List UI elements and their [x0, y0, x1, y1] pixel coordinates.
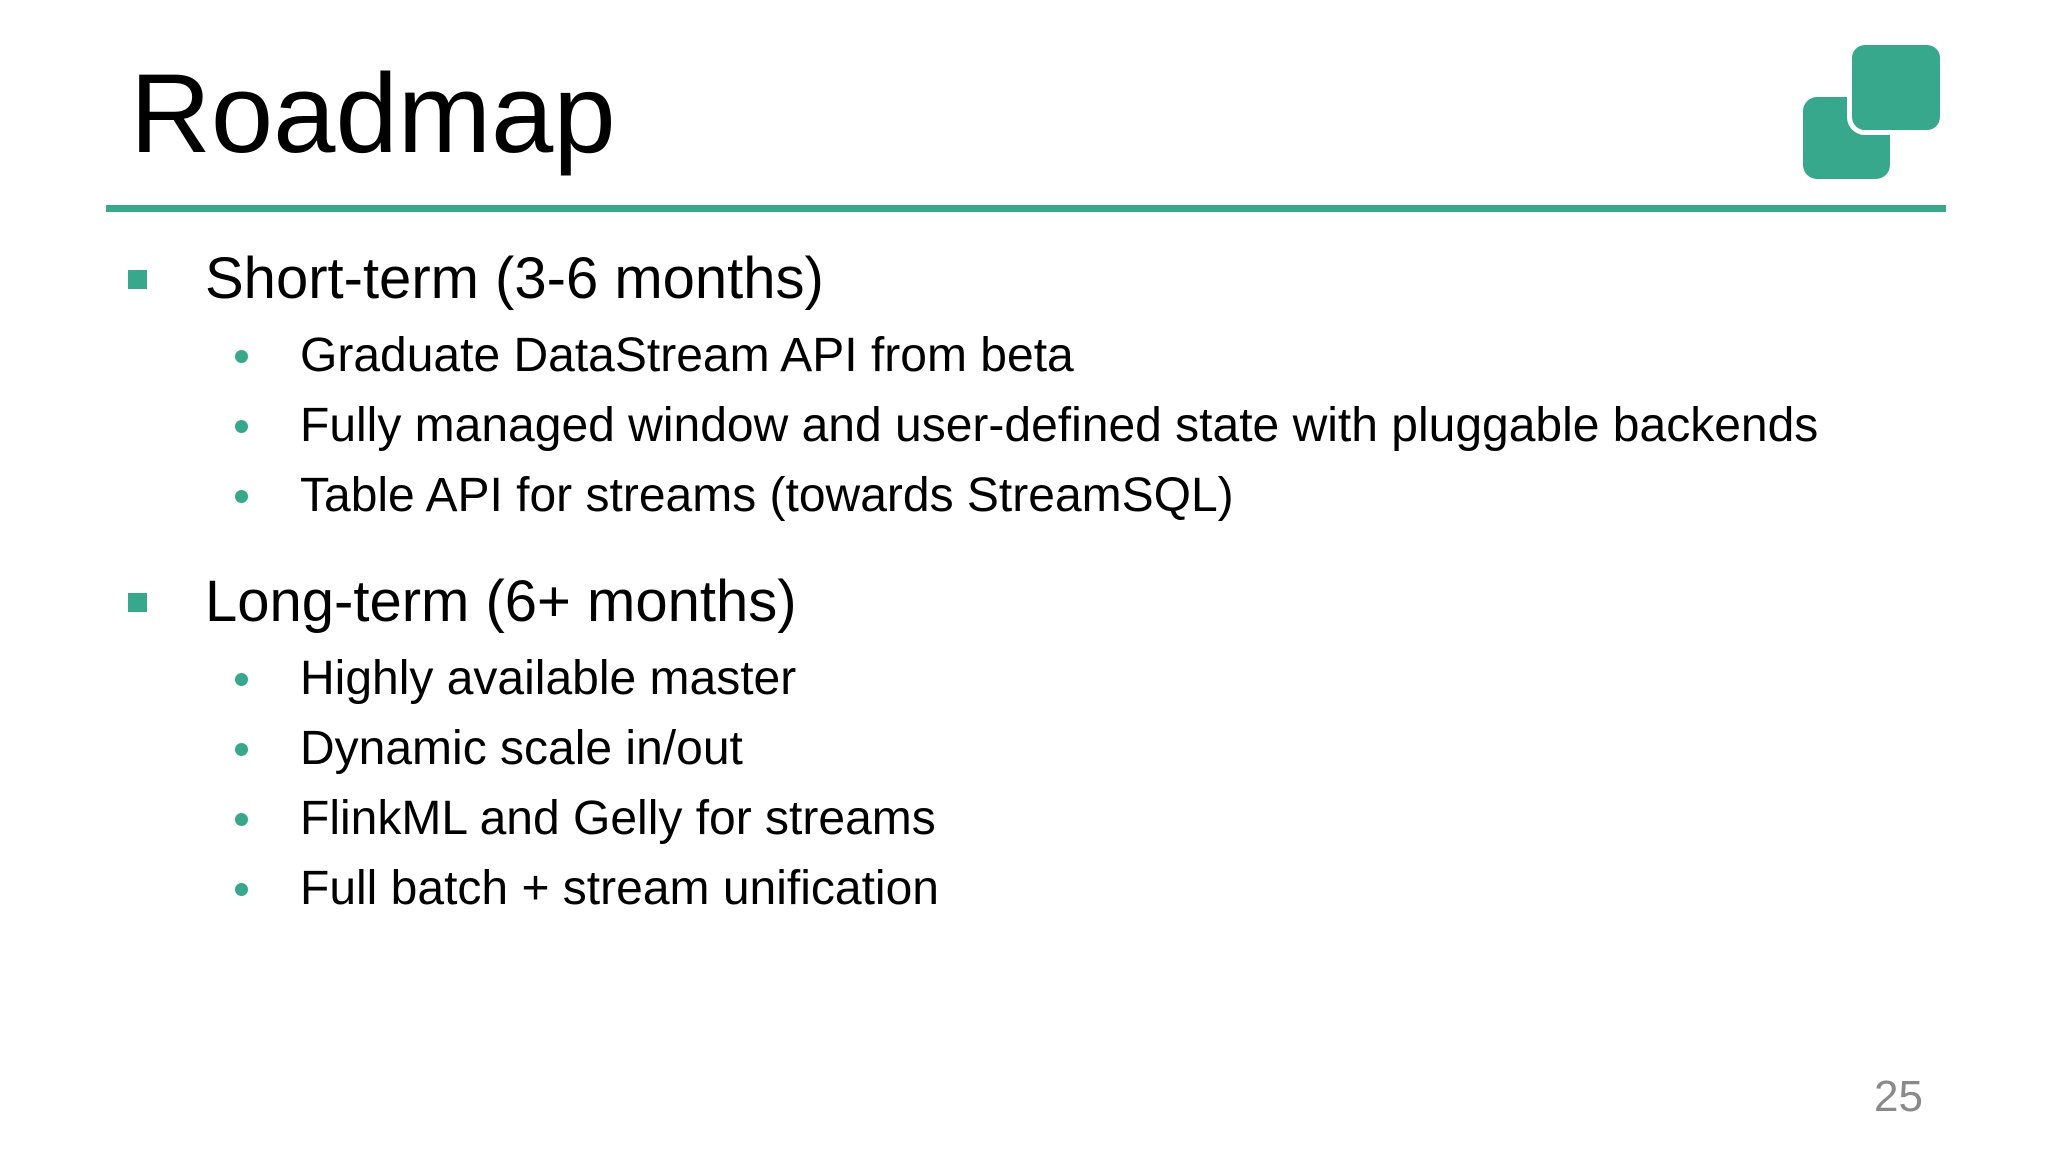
list-item: Dynamic scale in/out: [107, 721, 1957, 777]
list-item-text: Graduate DataStream API from beta: [300, 329, 1074, 382]
dot-bullet-icon: [235, 813, 248, 826]
list-item: Highly available master: [107, 651, 1957, 707]
section-short-term: Short-term (3-6 months) Graduate DataStr…: [107, 244, 1957, 524]
list-item-text: Full batch + stream unification: [300, 862, 939, 915]
dot-bullet-icon: [235, 743, 248, 756]
list-item: Fully managed window and user-defined st…: [107, 398, 1957, 454]
title-underline-rule: [106, 205, 1946, 212]
section-heading-label: Short-term (3-6 months): [205, 246, 824, 311]
section-heading: Long-term (6+ months): [107, 567, 1957, 637]
slide-title: Roadmap: [130, 51, 616, 176]
dot-bullet-icon: [235, 673, 248, 686]
list-item-text: FlinkML and Gelly for streams: [300, 792, 936, 845]
list-item-text: Fully managed window and user-defined st…: [300, 399, 1819, 452]
square-bullet-icon: [128, 270, 147, 289]
section-heading-label: Long-term (6+ months): [205, 569, 797, 634]
dot-bullet-icon: [235, 420, 248, 433]
square-bullet-icon: [128, 593, 147, 612]
section-heading: Short-term (3-6 months): [107, 244, 1957, 314]
list-item: Graduate DataStream API from beta: [107, 328, 1957, 384]
section-items: Highly available master Dynamic scale in…: [107, 651, 1957, 917]
list-item-text: Dynamic scale in/out: [300, 722, 743, 775]
section-long-term: Long-term (6+ months) Highly available m…: [107, 567, 1957, 917]
dot-bullet-icon: [235, 350, 248, 363]
dot-bullet-icon: [235, 490, 248, 503]
overlapping-squares-logo-icon: [1790, 30, 1960, 190]
list-item-text: Highly available master: [300, 652, 797, 705]
slide-body: Short-term (3-6 months) Graduate DataStr…: [107, 244, 1957, 931]
list-item-text: Table API for streams (towards StreamSQL…: [300, 469, 1234, 522]
section-items: Graduate DataStream API from beta Fully …: [107, 328, 1957, 524]
logo-front-square: [1847, 40, 1945, 135]
dot-bullet-icon: [235, 883, 248, 896]
list-item: Table API for streams (towards StreamSQL…: [107, 468, 1957, 524]
list-item: Full batch + stream unification: [107, 861, 1957, 917]
list-item: FlinkML and Gelly for streams: [107, 791, 1957, 847]
page-number: 25: [1874, 1072, 1923, 1121]
